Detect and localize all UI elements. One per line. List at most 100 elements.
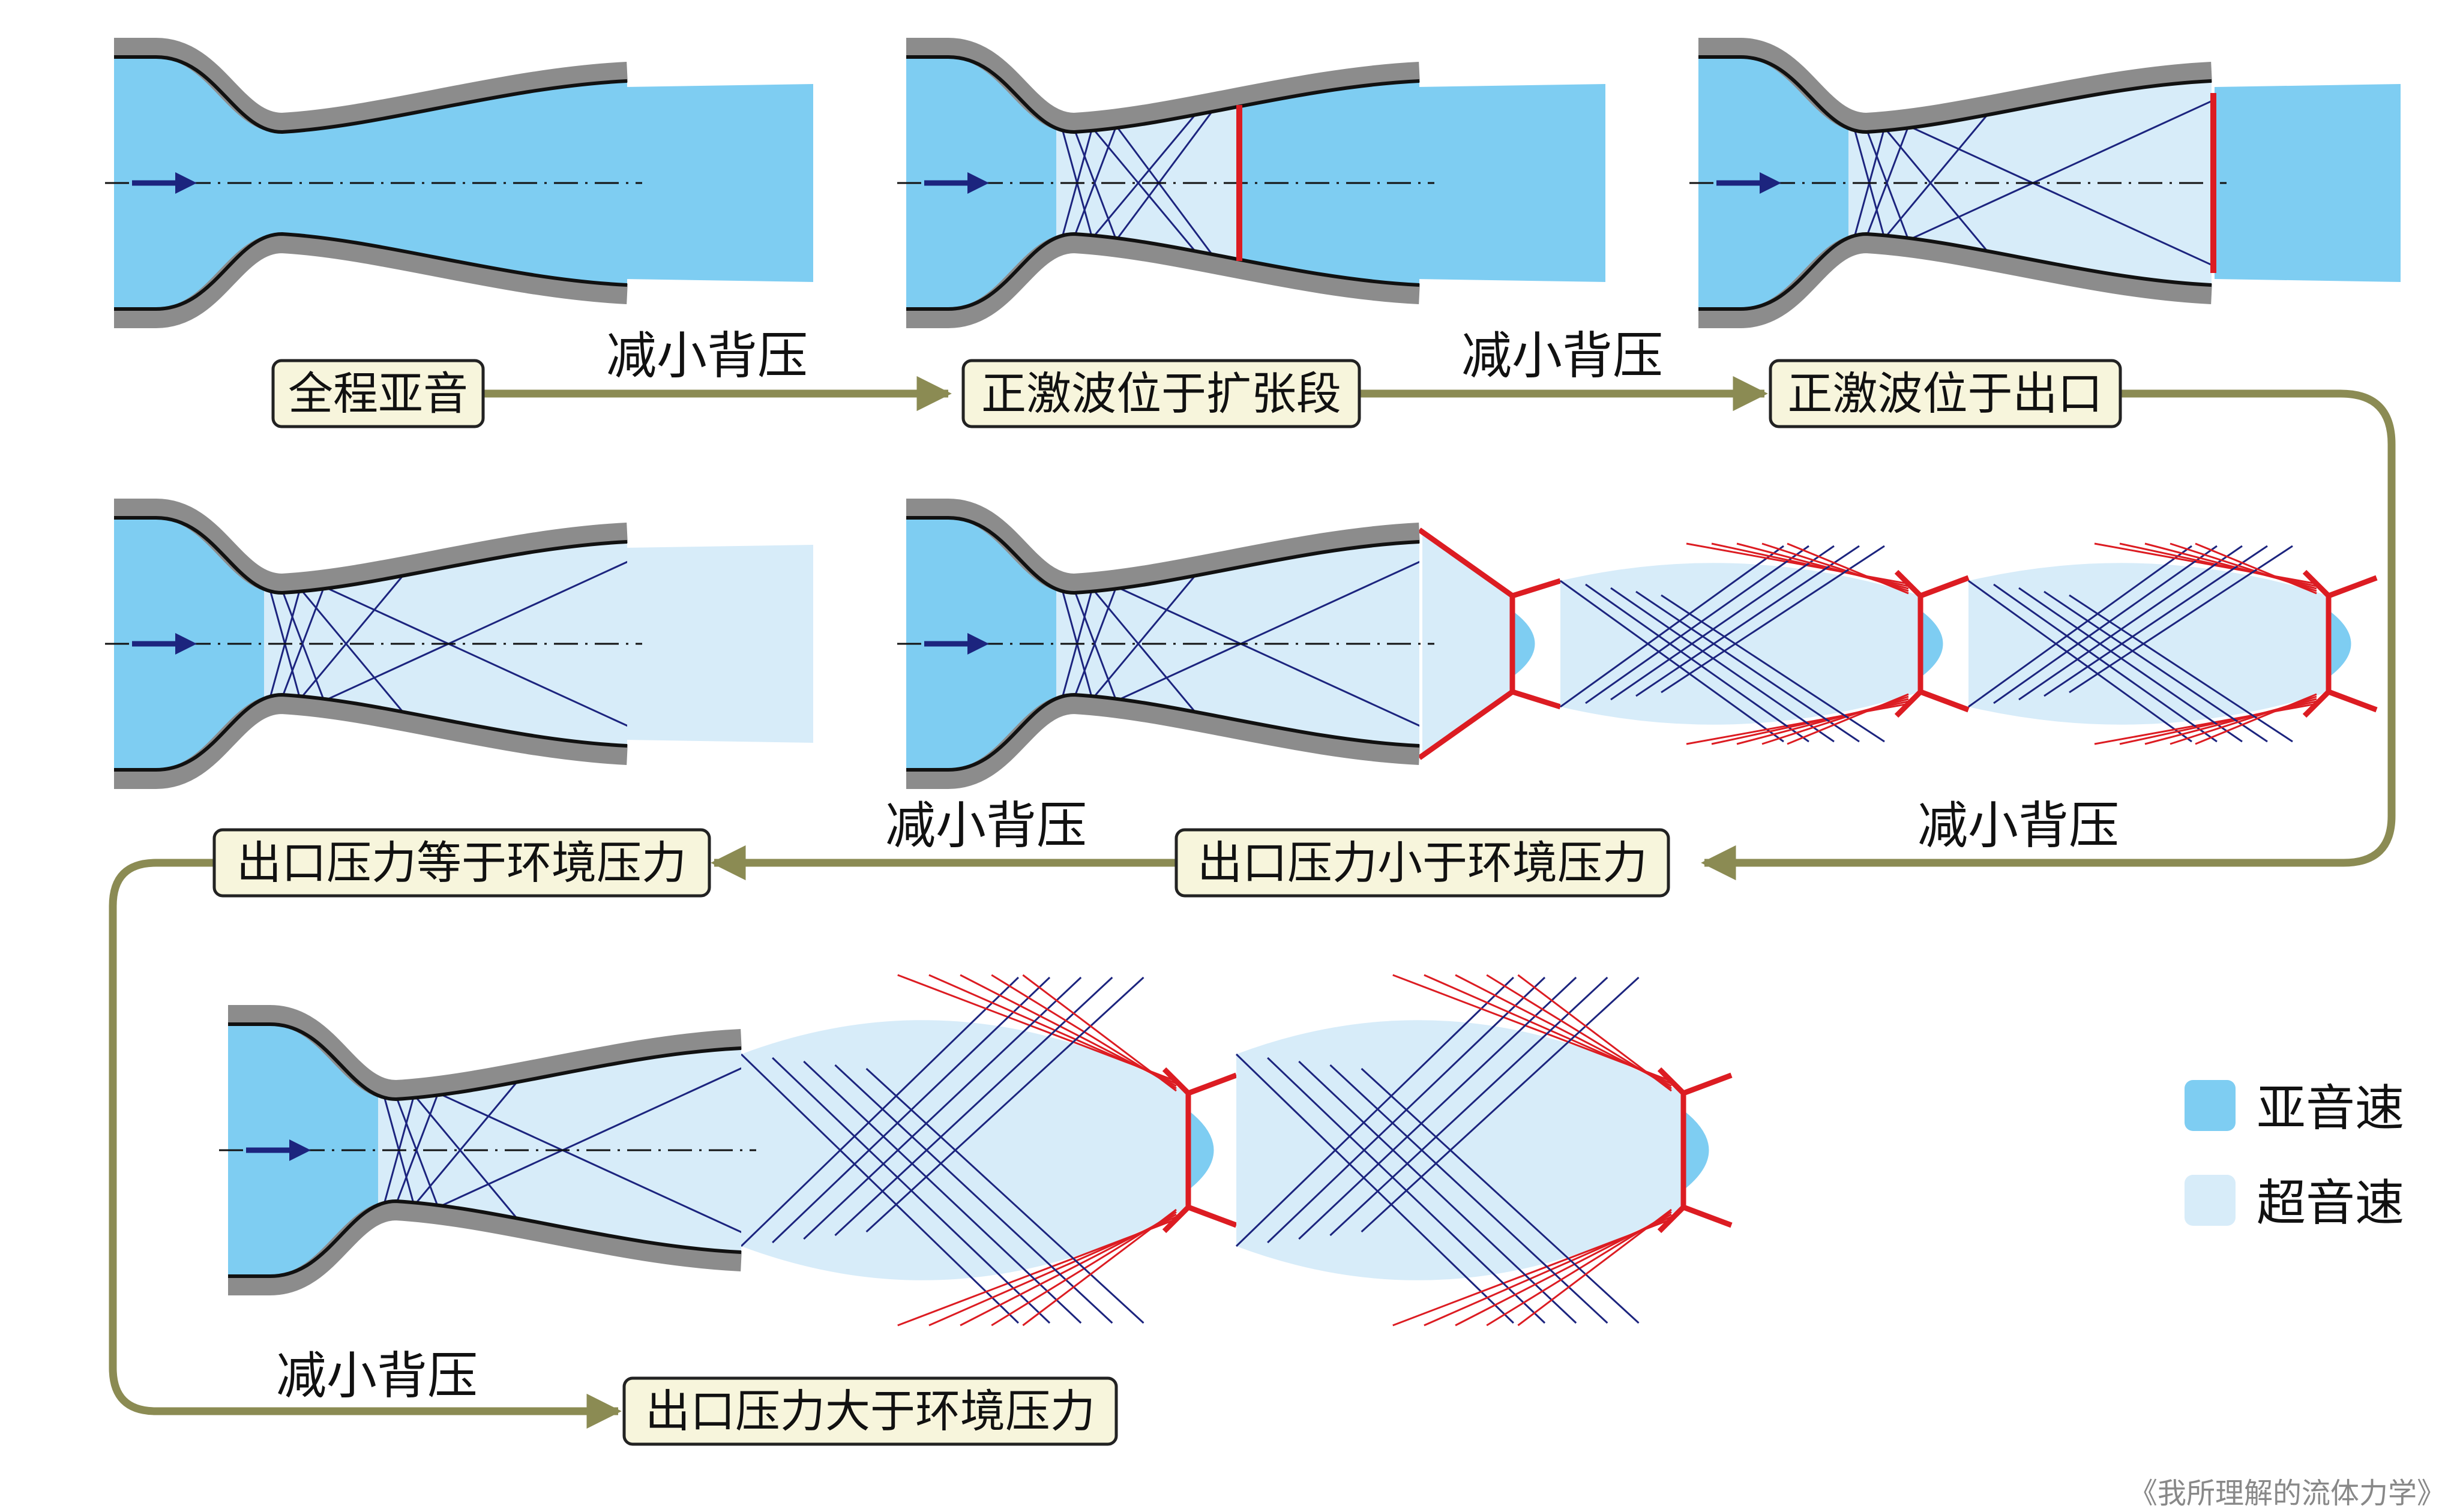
compression-wave <box>1686 703 1909 745</box>
nozzle-panels <box>105 38 2401 1327</box>
oblique-wave <box>1883 115 1988 239</box>
state-box: 全程亚音 <box>271 359 485 428</box>
compression-wave <box>1787 542 1909 595</box>
subsonic-pocket <box>1512 611 1535 677</box>
expansion-wave <box>1560 545 1784 708</box>
nozzle-wall-edge <box>228 1199 742 1278</box>
state-box: 出口压力大于环境压力 <box>622 1376 1118 1446</box>
nozzle-wall-edge <box>114 692 628 772</box>
expansion-wave <box>1635 590 1860 743</box>
expansion-wave <box>1298 976 1577 1240</box>
legend-swatch-subsonic <box>2185 1080 2236 1131</box>
transition-label: 减小背压 <box>885 796 1087 855</box>
state-label: 正激波位于出口 <box>1787 367 2102 420</box>
nozzle-wall-bottom <box>906 693 1420 789</box>
oblique-wave <box>281 589 325 701</box>
jet-cell <box>1560 563 1920 725</box>
oblique-wave <box>323 535 627 702</box>
oblique-wave <box>1883 127 1988 251</box>
wave-lines <box>1853 74 2212 292</box>
jet-cell <box>741 1020 1188 1280</box>
oblique-wave <box>299 588 403 712</box>
exit-plume <box>2215 84 2401 282</box>
oblique-wave <box>1908 125 2212 292</box>
compression-wave <box>2094 703 2317 745</box>
nozzle-wall-top <box>906 38 1420 134</box>
expansion-wave <box>2043 545 2268 697</box>
oblique-wave <box>1073 128 1117 241</box>
nozzle-panel-s2 <box>897 38 1605 328</box>
nozzle-wall-top <box>114 38 628 134</box>
oblique-wave <box>323 586 627 753</box>
oblique-wave <box>1073 589 1117 701</box>
expansion-wave <box>2069 545 2293 694</box>
oblique-wave <box>1073 586 1117 698</box>
state-label: 出口压力小于环境压力 <box>1197 836 1647 889</box>
expansion-wave <box>2043 590 2268 743</box>
nozzle-wall-top <box>228 1005 742 1101</box>
oblique-wave <box>413 1094 517 1218</box>
subsonic-pocket <box>1920 610 1943 677</box>
oblique-wave <box>1116 586 1419 753</box>
nozzle-wall-edge <box>1698 232 2212 311</box>
jet-cell <box>1236 1020 1683 1280</box>
legend: 亚音速 超音速 <box>2185 1080 2404 1232</box>
oblique-wave <box>1073 125 1117 238</box>
nozzle-wall-bottom <box>1698 232 2212 328</box>
expansion-wave <box>1298 1060 1577 1324</box>
expansion-wave <box>1585 545 1809 704</box>
oblique-wave <box>1091 127 1195 251</box>
expansion-wave <box>865 976 1144 1233</box>
expansion-wave <box>1661 545 1885 694</box>
expansion-wave <box>1610 545 1835 701</box>
compression-wave <box>1022 974 1177 1092</box>
mach-disc <box>2302 569 2378 718</box>
nozzle-panel-s4 <box>897 499 2378 789</box>
state-box: 出口压力等于环境压力 <box>212 828 711 898</box>
oblique-wave <box>1865 128 1910 241</box>
transition-label: 减小背压 <box>606 326 808 385</box>
expansion-wave <box>1585 583 1809 743</box>
compression-wave <box>960 974 1177 1087</box>
mach-disc <box>1657 1067 1733 1234</box>
nozzle-wall-edge <box>114 516 628 595</box>
expansion-wave <box>740 1053 1019 1324</box>
legend-label: 亚音速 <box>2257 1080 2404 1137</box>
compression-wave <box>1022 1208 1177 1327</box>
oblique-wave <box>1116 535 1419 702</box>
transition-label: 减小背压 <box>276 1346 478 1405</box>
mach-disc <box>1894 569 1970 718</box>
connector-s5-s6 <box>109 859 622 1429</box>
expansion-wave <box>1610 587 1835 743</box>
oblique-wave <box>1091 115 1195 239</box>
compression-wave <box>1517 1208 1672 1327</box>
nozzle-panel-s6 <box>219 974 1733 1327</box>
state-label: 出口压力等于环境压力 <box>236 836 687 889</box>
nozzle-panel-s1 <box>105 38 813 328</box>
jet-cell <box>1422 530 1512 758</box>
state-box: 出口压力小于环境压力 <box>1174 828 1670 898</box>
expansion-wave <box>803 976 1082 1240</box>
expansion-wave <box>1968 545 2192 708</box>
credit-text: 《我所理解的流体力学》 <box>2129 1477 2446 1510</box>
oblique-wave <box>1091 588 1195 712</box>
wave-lines <box>1061 535 1419 753</box>
nozzle-wall-edge <box>906 692 1420 772</box>
nozzle-wall-edge <box>906 55 1420 134</box>
compression-wave <box>1787 693 1909 745</box>
nozzle-wall-bottom <box>906 232 1420 328</box>
connector-s3-s4 <box>1701 389 2396 881</box>
subsonic-pocket <box>2329 610 2351 677</box>
compression-wave <box>1455 974 1672 1087</box>
expansion-wave <box>1235 1053 1514 1324</box>
subsonic-pocket <box>1683 1110 1709 1190</box>
nozzle-panel-s5 <box>105 499 813 789</box>
subsonic-pocket <box>1188 1110 1214 1190</box>
nozzle-wall-top <box>1698 38 2212 134</box>
expansion-wave <box>740 976 1019 1247</box>
nozzle-panel-s3 <box>1689 38 2401 328</box>
compression-wave <box>1517 974 1672 1092</box>
transition-label: 减小背压 <box>1917 796 2119 855</box>
nozzle-wall-edge <box>114 232 628 311</box>
